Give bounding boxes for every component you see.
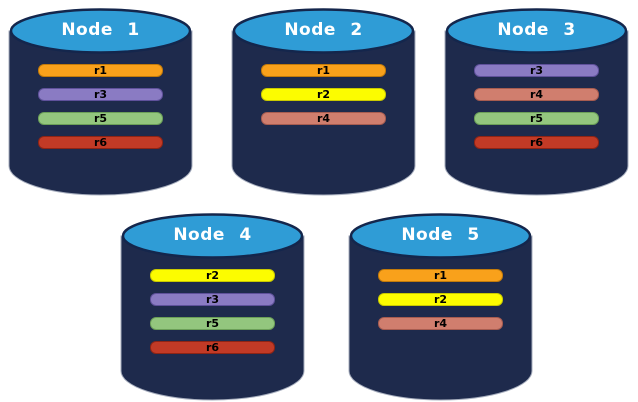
node-title: Node 1 (61, 20, 140, 40)
db-node-4: Node 4 r2 r3 r5 r6 (120, 213, 305, 402)
replica-bar-r5: r5 (474, 112, 599, 125)
replica-bar-r3: r3 (38, 88, 163, 101)
replica-bar-r4: r4 (261, 112, 386, 125)
replica-bar-r3: r3 (474, 64, 599, 77)
replica-list: r1 r2 r4 (378, 269, 503, 330)
db-node-2: Node 2 r1 r2 r4 (231, 8, 416, 197)
replica-bar-r2: r2 (261, 88, 386, 101)
replica-list: r3 r4 r5 r6 (474, 64, 599, 149)
replica-bar-r1: r1 (38, 64, 163, 77)
replica-list: r1 r3 r5 r6 (38, 64, 163, 149)
replica-list: r1 r2 r4 (261, 64, 386, 125)
db-node-1: Node 1 r1 r3 r5 r6 (8, 8, 193, 197)
replica-bar-r3: r3 (150, 293, 275, 306)
node-title: Node 3 (497, 20, 576, 40)
replica-bar-r6: r6 (38, 136, 163, 149)
replica-bar-r2: r2 (150, 269, 275, 282)
replica-bar-r6: r6 (150, 341, 275, 354)
replica-bar-r4: r4 (474, 88, 599, 101)
replica-bar-r5: r5 (38, 112, 163, 125)
node-title: Node 5 (401, 225, 480, 245)
replica-bar-r4: r4 (378, 317, 503, 330)
replica-list: r2 r3 r5 r6 (150, 269, 275, 354)
node-title: Node 4 (173, 225, 252, 245)
db-node-5: Node 5 r1 r2 r4 (348, 213, 533, 402)
replica-bar-r6: r6 (474, 136, 599, 149)
replica-bar-r1: r1 (378, 269, 503, 282)
db-node-3: Node 3 r3 r4 r5 r6 (444, 8, 629, 197)
replica-bar-r5: r5 (150, 317, 275, 330)
replica-bar-r1: r1 (261, 64, 386, 77)
replica-bar-r2: r2 (378, 293, 503, 306)
node-title: Node 2 (284, 20, 363, 40)
